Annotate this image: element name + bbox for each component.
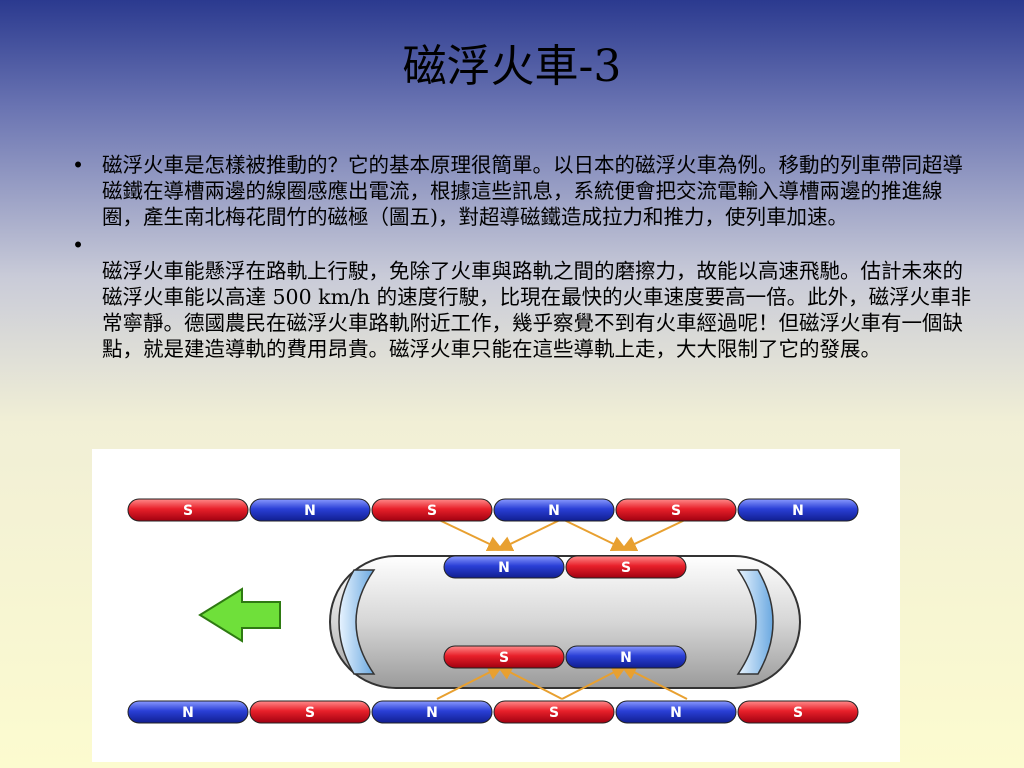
top-rail-magnet-label: S — [183, 503, 193, 519]
train-bottom-magnet-label: N — [620, 650, 632, 666]
top-rail-magnet-label: N — [792, 503, 804, 519]
bottom-rail-magnet-s — [493, 700, 615, 724]
top-rail-magnet-n — [493, 498, 615, 522]
train-bottom-magnet-label: S — [499, 650, 509, 666]
top-rail-magnet-label: N — [304, 503, 316, 519]
train-bottom-magnet-s — [443, 645, 565, 669]
bullet-marker: • — [72, 233, 85, 257]
bottom-rail-magnet-label: N — [426, 705, 438, 721]
top-rail-magnet-label: N — [548, 503, 560, 519]
top-rail-magnet-label: S — [427, 503, 437, 519]
bottom-rail-magnet-label: S — [305, 705, 315, 721]
slide-title: 磁浮火車-3 — [402, 41, 622, 92]
bullet-item: • 磁浮火車能懸浮在路軌上行駛，免除了火車與路軌之間的磨擦力，故能以高速飛馳。估… — [70, 232, 980, 362]
bullet-text: 磁浮火車是怎樣被推動的？它的基本原理很簡單。以日本的磁浮火車為例。移動的列車帶同… — [102, 153, 963, 229]
top-rail-magnet-s — [615, 498, 737, 522]
train-top-magnet-label: N — [498, 560, 510, 576]
train-top-magnet-n — [443, 555, 565, 579]
magnet-group: S N S N S N N S S N N S N S N S — [127, 498, 859, 724]
bottom-rail-magnet-n — [371, 700, 493, 724]
top-rail-magnet-n — [249, 498, 371, 522]
train-bottom-magnet-n — [565, 645, 687, 669]
top-rail-magnet-s — [127, 498, 249, 522]
bottom-rail-magnet-s — [249, 700, 371, 724]
top-rail-magnet-label: S — [671, 503, 681, 519]
bottom-rail-magnet-label: N — [182, 705, 194, 721]
maglev-diagram: S N S N S N N S S N N S N S N S — [92, 449, 900, 762]
maglev-diagram-svg: S N S N S N N S S N N S N S N S — [127, 498, 859, 724]
train-top-magnet-label: S — [621, 560, 631, 576]
train-rear-window — [736, 569, 774, 675]
bullet-text: 磁浮火車能懸浮在路軌上行駛，免除了火車與路軌之間的磨擦力，故能以高速飛馳。估計未… — [102, 259, 972, 361]
bullet-marker: • — [72, 153, 85, 177]
train-body — [329, 555, 801, 689]
bottom-rail-magnet-n — [127, 700, 249, 724]
force-arrows — [436, 518, 688, 700]
bottom-rail-magnet-label: S — [793, 705, 803, 721]
train-front-window — [338, 569, 376, 675]
bullet-list: • 磁浮火車是怎樣被推動的？它的基本原理很簡單。以日本的磁浮火車為例。移動的列車… — [70, 152, 980, 362]
bullet-item: • 磁浮火車是怎樣被推動的？它的基本原理很簡單。以日本的磁浮火車為例。移動的列車… — [70, 152, 980, 230]
bottom-rail-magnet-s — [737, 700, 859, 724]
train-top-magnet-s — [565, 555, 687, 579]
top-rail-magnet-n — [737, 498, 859, 522]
top-rail-magnet-s — [371, 498, 493, 522]
direction-arrow-icon — [198, 587, 281, 643]
bottom-rail-magnet-n — [615, 700, 737, 724]
bottom-rail-magnet-label: S — [549, 705, 559, 721]
bottom-rail-magnet-label: N — [670, 705, 682, 721]
